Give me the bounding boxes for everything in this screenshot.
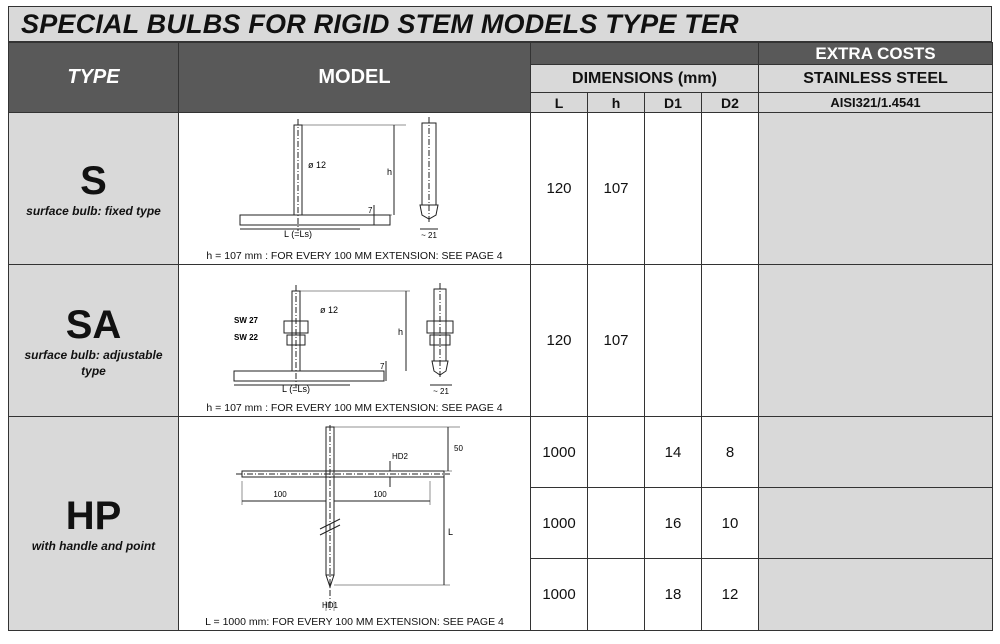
dim-col-l: L (530, 92, 588, 113)
right-length-label: 100 (373, 490, 387, 499)
left-length-label: 100 (273, 490, 287, 499)
dim-d1: 18 (644, 558, 702, 631)
extension-note: h = 107 mm : FOR EVERY 100 MM EXTENSION:… (206, 250, 503, 262)
dim-l: 1000 (530, 416, 588, 488)
length-label: L (=Ls) (284, 229, 312, 239)
bulb-hp-drawing: 100 100 HD2 50 L HD1 (235, 425, 463, 611)
h-label: h (398, 327, 403, 337)
width-label: ~ 21 (433, 387, 449, 396)
bulb-s-drawing: ø 12 h 7 L (=Ls) ~ 21 (239, 117, 439, 240)
type-cell-hp: HP with handle and point (8, 416, 179, 631)
model-drawing-sa: ø 12 SW 27 SW 22 h 7 L (=Ls) ~ 21 h = 10… (178, 264, 531, 417)
bulb-spec-table: TYPE MODEL EXTRA COSTS DIMENSIONS (mm) S… (8, 42, 993, 631)
d2-label: HD2 (392, 452, 409, 461)
table-row: 1000 16 10 (9, 487, 993, 559)
type-description: surface bulb: fixed type (26, 203, 161, 218)
dim-h (587, 558, 645, 631)
extra-cost-cell (758, 416, 993, 488)
dimensions-header-band (530, 42, 759, 65)
table-row: 1000 18 12 (9, 558, 993, 631)
type-code: HP (65, 493, 122, 538)
d1-label: HD1 (321, 601, 338, 610)
dim-h (587, 487, 645, 559)
dim-l: 1000 (530, 487, 588, 559)
sw22-label: SW 22 (234, 333, 259, 342)
dim-l: 1000 (530, 558, 588, 631)
model-drawing-s: ø 12 h 7 L (=Ls) ~ 21 h = 107 mm : FOR E… (178, 112, 531, 265)
extra-costs-header: EXTRA COSTS (758, 42, 993, 65)
type-cell-sa: SA surface bulb: adjustable type (8, 264, 179, 417)
dim-d1: 14 (644, 416, 702, 488)
extension-note: L = 1000 mm: FOR EVERY 100 MM EXTENSION:… (205, 616, 504, 628)
extra-cost-cell (758, 112, 993, 265)
fifty-label: 50 (454, 444, 463, 453)
diameter-label: ø 12 (308, 160, 326, 170)
dim-col-h: h (587, 92, 645, 113)
dim-l: 120 (530, 264, 588, 417)
page-title: SPECIAL BULBS FOR RIGID STEM MODELS TYPE… (8, 6, 992, 42)
l-label: L (448, 527, 453, 537)
type-cell-s: S surface bulb: fixed type (8, 112, 179, 265)
diameter-label: ø 12 (320, 305, 338, 315)
dim-l: 120 (530, 112, 588, 265)
type-description: surface bulb: adjustable type (24, 347, 163, 378)
extra-cost-cell (758, 264, 993, 417)
dim-d2 (701, 264, 759, 417)
table-row: S surface bulb: fixed type (8, 112, 993, 265)
dim-h: 107 (587, 264, 645, 417)
dim-d2: 8 (701, 416, 759, 488)
dimensions-header: DIMENSIONS (mm) (530, 64, 759, 93)
seven-label: 7 (380, 362, 385, 371)
dim-d1: 16 (644, 487, 702, 559)
extension-note: h = 107 mm : FOR EVERY 100 MM EXTENSION:… (206, 402, 503, 414)
seven-label: 7 (368, 206, 373, 215)
bulb-sa-drawing: ø 12 SW 27 SW 22 h 7 L (=Ls) ~ 21 (233, 283, 453, 396)
extra-cost-cell (758, 487, 993, 559)
width-label: ~ 21 (421, 231, 437, 240)
sw27-label: SW 27 (234, 316, 259, 325)
material-header: AISI321/1.4541 (758, 92, 993, 113)
dim-col-d2: D2 (701, 92, 759, 113)
dim-col-d1: D1 (644, 92, 702, 113)
model-header: MODEL (178, 42, 531, 113)
table-row: HP with handle and point (8, 416, 993, 631)
dim-d2: 10 (701, 487, 759, 559)
type-code: S (80, 158, 107, 203)
model-drawing-hp: 100 100 HD2 50 L HD1 L = 1000 mm: FOR EV… (178, 416, 531, 631)
dim-h (587, 416, 645, 488)
stainless-steel-header: STAINLESS STEEL (758, 64, 993, 93)
dim-d1 (644, 112, 702, 265)
dim-d2 (701, 112, 759, 265)
type-header: TYPE (8, 42, 179, 113)
length-label: L (=Ls) (282, 384, 310, 394)
type-code: SA (65, 302, 122, 347)
type-description: with handle and point (31, 538, 156, 553)
dim-d2: 12 (701, 558, 759, 631)
dim-h: 107 (587, 112, 645, 265)
table-row: SA surface bulb: adjustable type (8, 264, 993, 417)
dim-d1 (644, 264, 702, 417)
h-label: h (387, 167, 392, 177)
extra-cost-cell (758, 558, 993, 631)
